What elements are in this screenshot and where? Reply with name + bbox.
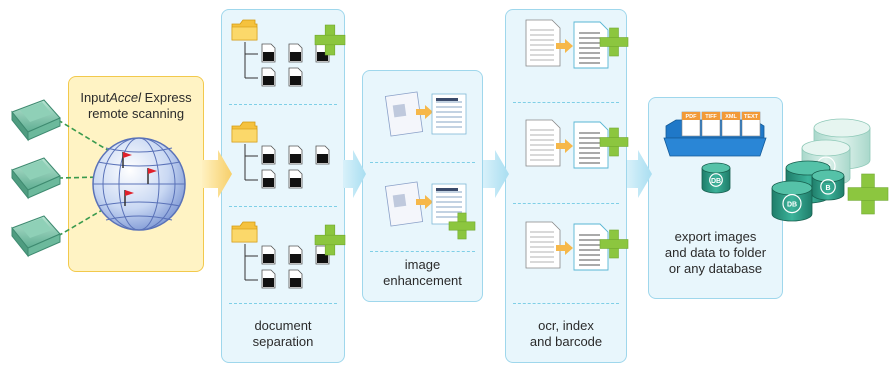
orange-arrow-icon [556, 241, 573, 255]
scanner-icon [11, 99, 61, 142]
scanned-page-icon [525, 221, 561, 269]
document-icon [315, 145, 330, 165]
divider [370, 162, 475, 163]
ocr-index-barcode-label: ocr, index and barcode [505, 318, 627, 350]
database-icon: DB [701, 162, 731, 194]
image-enhancement-label: image enhancement [362, 257, 483, 289]
folder-tree [244, 42, 258, 79]
svg-text:DB: DB [711, 178, 721, 185]
folder-icon [231, 19, 258, 41]
orange-arrow-icon [416, 195, 433, 209]
arrow-enhancement-to-ocr [483, 150, 509, 198]
document-icon [261, 43, 276, 63]
arrow-ocr-to-export [627, 150, 652, 198]
orange-arrow-icon [416, 105, 433, 119]
remote-scanning-text: remote scanning [87, 106, 185, 121]
format-tag-pdf: PDF [681, 111, 701, 137]
flag-icon [122, 152, 132, 168]
arrow-scan-to-separation [202, 150, 232, 198]
label-line: export images [674, 229, 757, 244]
scanned-form-icon [384, 91, 424, 137]
document-icon [261, 269, 276, 289]
document-separation-label: document separation [221, 318, 345, 350]
folder-tree [244, 244, 258, 281]
flag-icon [124, 190, 134, 206]
text-document-icon [573, 121, 609, 169]
remote-scanning-label: InputAccel Express remote scanning [68, 90, 204, 122]
divider [513, 102, 619, 103]
scanned-form-icon [384, 181, 424, 227]
document-icon [288, 43, 303, 63]
divider [229, 303, 337, 304]
plus-icon [314, 224, 346, 256]
divider [229, 104, 337, 105]
text-document-icon [573, 223, 609, 271]
format-tag-xml: XML [721, 111, 741, 137]
database-icon: DB [771, 180, 813, 222]
plus-icon [847, 173, 889, 215]
folder-icon [231, 221, 258, 243]
divider [513, 203, 619, 204]
folder-tree [244, 144, 258, 181]
svg-text:B: B [825, 185, 830, 192]
enhanced-form-icon [431, 93, 467, 135]
globe-icon [92, 137, 186, 231]
product-name: InputAccel Express [80, 90, 192, 105]
document-icon [261, 67, 276, 87]
label-line: separation [252, 334, 314, 349]
document-icon [261, 169, 276, 189]
plus-icon [599, 27, 629, 57]
format-tag-text: TEXT [741, 111, 761, 137]
label-line: or any database [668, 261, 763, 276]
label-line: document [254, 318, 312, 333]
label-line: and data to folder [664, 245, 767, 260]
scanned-page-icon [525, 119, 561, 167]
label-line: and barcode [529, 334, 603, 349]
document-icon [288, 145, 303, 165]
divider [513, 303, 619, 304]
scanner-icon [11, 215, 61, 258]
svg-text:TEXT: TEXT [744, 114, 759, 120]
document-separation-panel [221, 9, 345, 363]
document-icon [288, 269, 303, 289]
flag-icon [147, 168, 157, 184]
svg-text:PDF: PDF [686, 114, 698, 120]
svg-text:XML: XML [725, 114, 737, 120]
document-icon [261, 245, 276, 265]
format-tag-tiff: TIFF [701, 111, 721, 137]
scanned-page-icon [525, 19, 561, 67]
document-icon [261, 145, 276, 165]
orange-arrow-icon [556, 39, 573, 53]
svg-text:TIFF: TIFF [705, 114, 717, 120]
plus-icon [599, 127, 629, 157]
arrow-separation-to-enhancement [343, 150, 366, 198]
label-line: image [404, 257, 441, 272]
text-document-icon [573, 21, 609, 69]
divider [229, 206, 337, 207]
orange-arrow-icon [556, 139, 573, 153]
database-icon: B [811, 169, 845, 201]
plus-icon [314, 24, 346, 56]
document-icon [288, 245, 303, 265]
divider [370, 251, 475, 252]
label-line: ocr, index [538, 318, 594, 333]
export-label: export images and data to folder or any … [648, 229, 783, 277]
document-icon [288, 169, 303, 189]
folder-icon [231, 121, 258, 143]
scanner-icon [11, 157, 61, 200]
plus-icon [599, 229, 629, 259]
label-line: enhancement [383, 273, 462, 288]
plus-icon [448, 212, 476, 240]
svg-text:DB: DB [787, 202, 797, 209]
document-icon [288, 67, 303, 87]
